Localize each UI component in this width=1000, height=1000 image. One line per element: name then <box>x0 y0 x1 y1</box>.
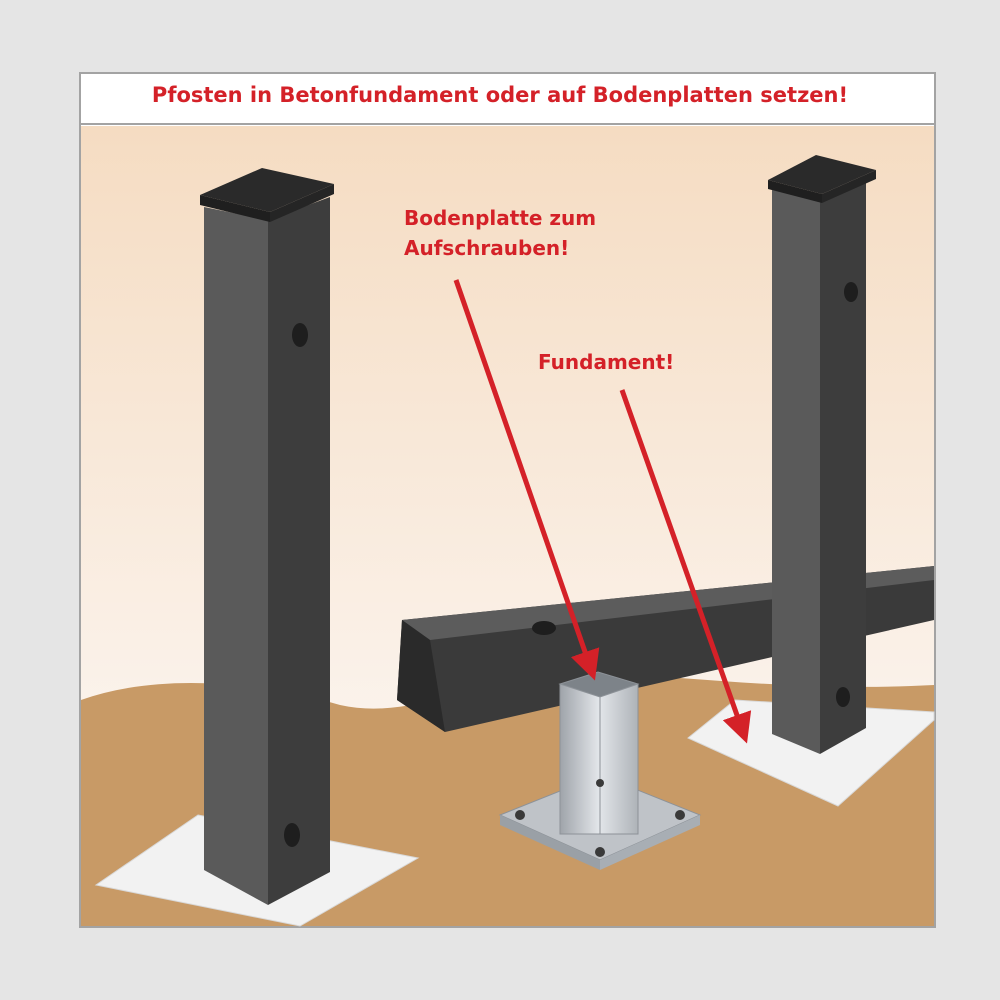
arrow-to-foundation <box>619 389 752 744</box>
post-right <box>768 155 876 754</box>
label-ground-plate-line1: Bodenplatte zum <box>404 206 597 230</box>
post-hole <box>836 687 850 707</box>
label-ground-plate-line2: Aufschrauben! <box>404 236 570 260</box>
label-ground-plate: Bodenplatte zum Aufschrauben! <box>404 203 596 263</box>
arrow-to-ground-plate <box>453 279 600 681</box>
post-hole <box>844 282 858 302</box>
label-foundation: Fundament! <box>538 350 675 374</box>
post-hole <box>284 823 300 847</box>
rail-hole <box>532 621 556 635</box>
header-title: Pfosten in Betonfundament oder auf Boden… <box>151 83 849 107</box>
post-hole <box>292 323 308 347</box>
post-left <box>200 168 334 905</box>
